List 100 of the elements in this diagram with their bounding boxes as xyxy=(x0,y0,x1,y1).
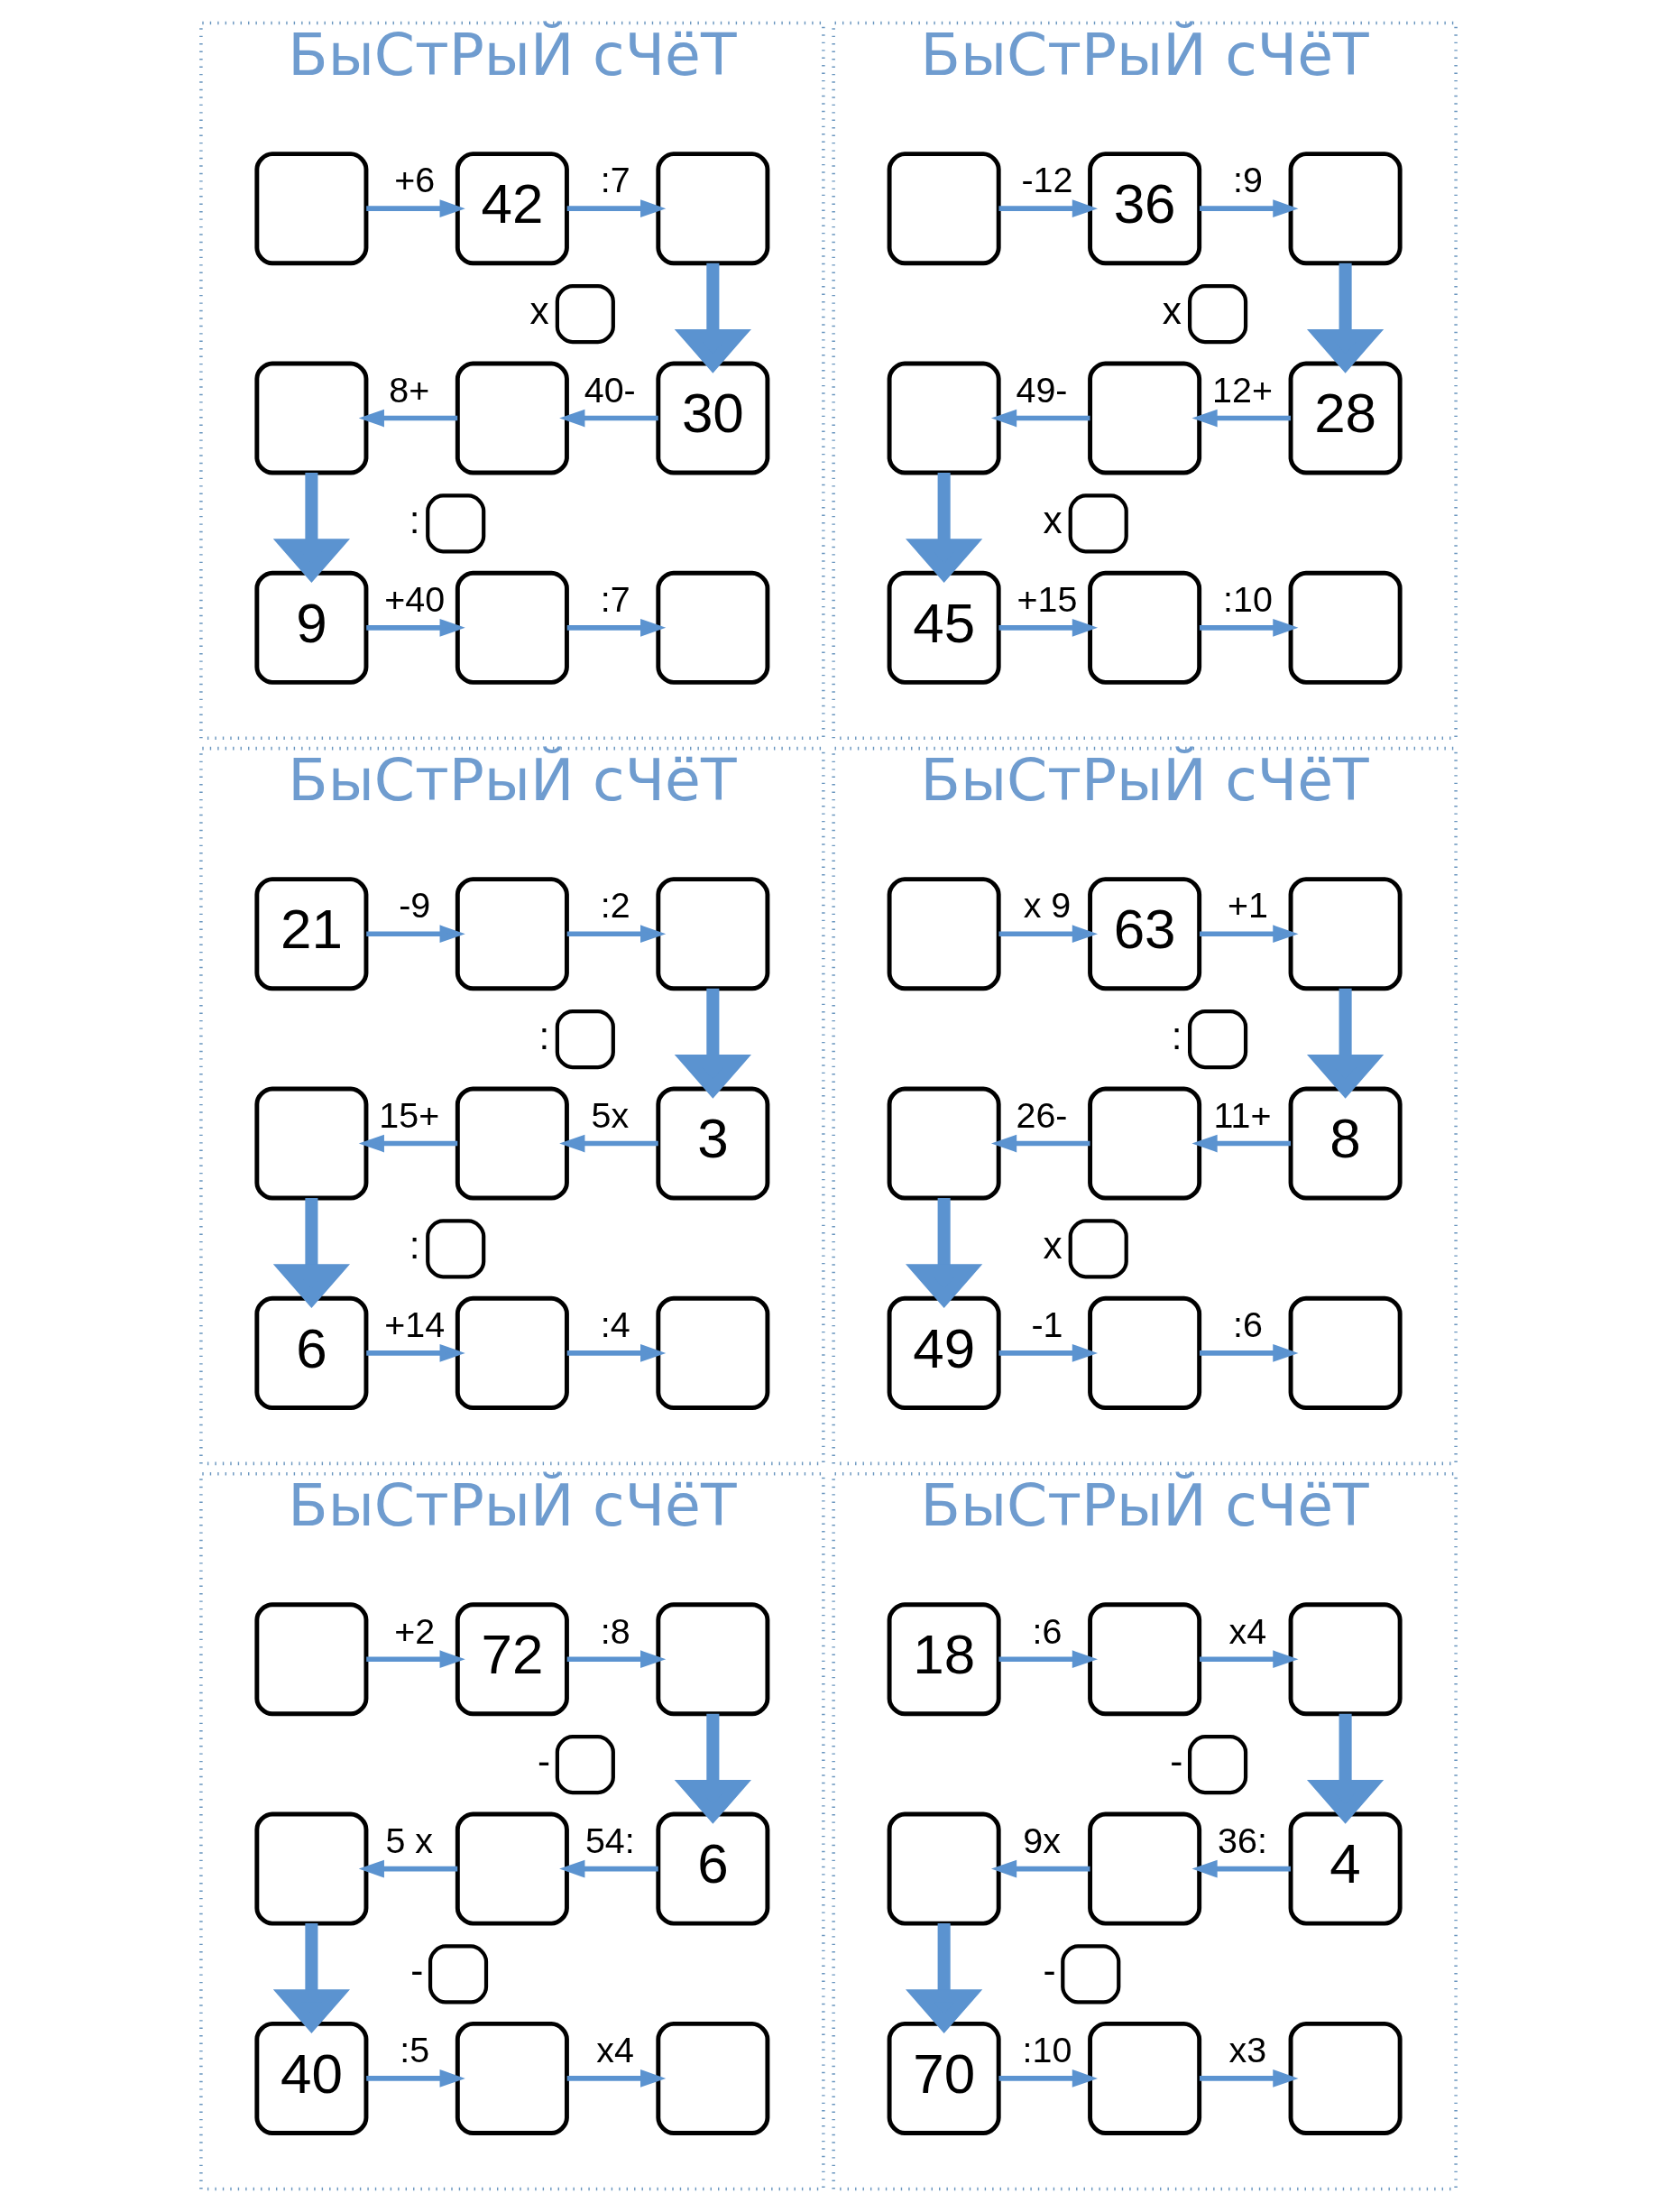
arrow xyxy=(990,409,1090,428)
edge-label: x 9 xyxy=(1023,885,1071,926)
node-box xyxy=(1068,493,1128,554)
arrow xyxy=(558,409,658,428)
arrow xyxy=(905,473,982,583)
node-box xyxy=(1068,1219,1128,1279)
edge-label: 26- xyxy=(1016,1094,1068,1135)
edge-label: -1 xyxy=(1030,1304,1063,1345)
arrow xyxy=(566,1650,666,1669)
arrow xyxy=(358,409,457,428)
arrow xyxy=(365,925,465,944)
node-box xyxy=(655,2021,769,2135)
node-label: x xyxy=(1042,498,1063,541)
arrow xyxy=(1306,263,1384,373)
edge-label: :10 xyxy=(1222,579,1273,620)
node-box xyxy=(555,1009,615,1070)
node-box: 9 xyxy=(253,570,368,685)
arrow xyxy=(365,1344,465,1362)
node-label: - xyxy=(1169,1739,1182,1783)
node-box xyxy=(655,152,769,266)
edge-label: 9x xyxy=(1022,1820,1061,1860)
edge-label: :5 xyxy=(399,2030,429,2070)
node-label: : xyxy=(409,498,420,541)
node-box: 36 xyxy=(1087,152,1201,266)
arrow xyxy=(558,1859,658,1878)
arrow xyxy=(272,473,350,583)
edge-label: 36: xyxy=(1217,1820,1267,1860)
edge-label: 12+ xyxy=(1211,369,1273,410)
arrow xyxy=(1199,925,1298,944)
edge-label: :7 xyxy=(600,579,630,620)
arrow xyxy=(566,2069,666,2088)
node-box: 63 xyxy=(1087,877,1201,991)
node-box xyxy=(555,283,615,345)
node-box xyxy=(455,2021,569,2135)
edge-label: +2 xyxy=(393,1610,435,1651)
node-box xyxy=(1087,1295,1201,1410)
node-box: 21 xyxy=(253,877,368,991)
node-box: 70 xyxy=(887,2021,1001,2135)
node-box xyxy=(1087,1086,1201,1201)
node-label: : xyxy=(409,1223,420,1267)
arrow xyxy=(674,988,751,1099)
arrow xyxy=(1199,1344,1298,1362)
arrow xyxy=(365,199,465,218)
arrow xyxy=(1191,1859,1291,1878)
edge-label: 8+ xyxy=(388,369,429,410)
node-box: 18 xyxy=(887,1602,1001,1717)
node-box xyxy=(1187,1009,1247,1070)
edge-label: +14 xyxy=(383,1304,445,1345)
arrow xyxy=(1199,1650,1298,1669)
arrow xyxy=(998,199,1098,218)
node-box: 42 xyxy=(455,152,569,266)
arrow xyxy=(1199,618,1298,637)
node-box xyxy=(253,152,368,266)
arrow xyxy=(365,1650,465,1669)
arrow xyxy=(998,1344,1098,1362)
node-box xyxy=(655,877,769,991)
node-label: - xyxy=(409,1949,423,1992)
node-box xyxy=(425,1219,485,1279)
node-box xyxy=(1288,1295,1403,1410)
node-box xyxy=(887,1811,1001,1926)
node-box xyxy=(1060,1944,1120,2005)
arrow xyxy=(1191,409,1291,428)
edge-label: -12 xyxy=(1020,160,1072,200)
arrow xyxy=(1191,1134,1291,1153)
node-label: x xyxy=(529,289,549,332)
node-box xyxy=(1288,152,1403,266)
arrow xyxy=(566,618,666,637)
node-box xyxy=(887,361,1001,475)
node-box: 8 xyxy=(1288,1086,1403,1201)
node-box xyxy=(1087,1602,1201,1717)
node-box xyxy=(253,1086,368,1201)
arrow xyxy=(998,2069,1098,2088)
node-box: 72 xyxy=(455,1602,569,1717)
node-box xyxy=(887,877,1001,991)
node-box: 40 xyxy=(253,2021,368,2135)
edge-label: :2 xyxy=(600,885,630,926)
edge-label: +40 xyxy=(383,579,445,620)
node-label: - xyxy=(1042,1949,1056,1992)
node-box xyxy=(253,361,368,475)
arrow xyxy=(365,618,465,637)
node-label: - xyxy=(537,1739,550,1783)
node-box xyxy=(253,1602,368,1717)
node-box: 49 xyxy=(887,1295,1001,1410)
arrow xyxy=(998,925,1098,944)
node-box xyxy=(455,1295,569,1410)
arrow xyxy=(1306,988,1384,1099)
edge-label: -9 xyxy=(398,885,430,926)
arrow xyxy=(1199,199,1298,218)
node-box xyxy=(1187,1735,1247,1795)
edge-label: :10 xyxy=(1022,2030,1072,2070)
node-box xyxy=(1087,1811,1201,1926)
edge-label: +6 xyxy=(393,160,435,200)
edge-label: 5x xyxy=(590,1094,629,1135)
node-label: : xyxy=(538,1014,549,1057)
node-box xyxy=(555,1735,615,1795)
node-label: x xyxy=(1162,289,1182,332)
arrow xyxy=(558,1134,658,1153)
node-box: 45 xyxy=(887,570,1001,685)
edge-label: :6 xyxy=(1032,1610,1062,1651)
edge-label: 5 x xyxy=(385,1820,433,1860)
